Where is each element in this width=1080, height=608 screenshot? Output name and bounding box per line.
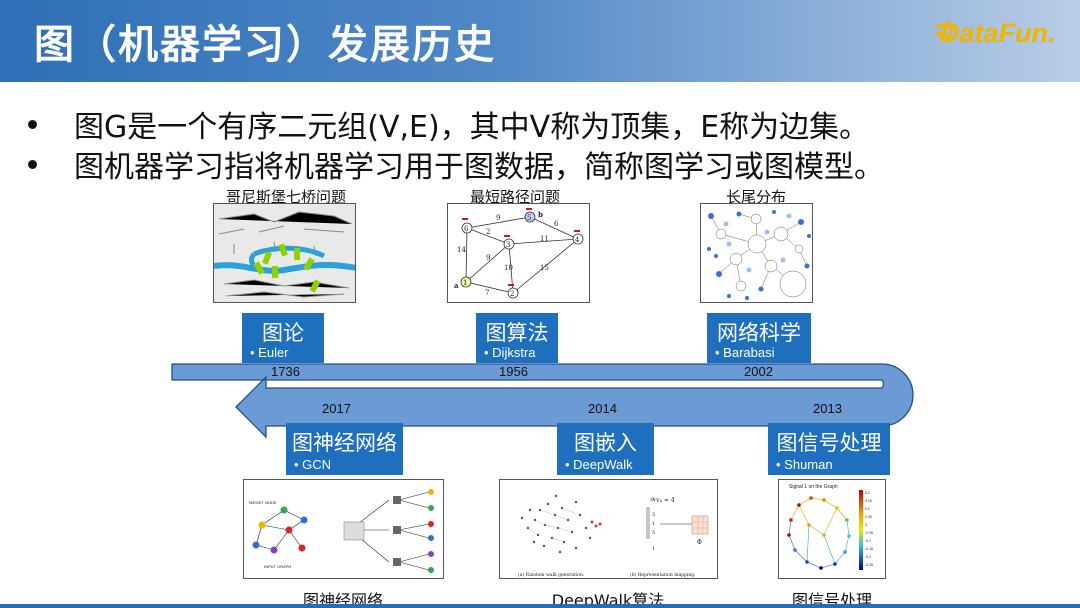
colorbar-tick: -0.1 [865, 539, 871, 543]
dijkstra-node-label: 4 [575, 236, 580, 244]
bullet-dot [28, 119, 37, 129]
konigsberg-map-image [213, 203, 356, 303]
deepwalk-phi: Φ [697, 539, 702, 546]
milestone-name: 图嵌入 [574, 431, 637, 455]
bullet-graph-learning: 图机器学习指将机器学习用于图数据，简称图学习或图模型。 [28, 142, 884, 186]
caption-graph-signal: 图信号处理 [791, 591, 872, 608]
gcn-input-label: INPUT GRAPH [264, 564, 291, 569]
milestone-person: • Shuman [776, 457, 833, 472]
milestone-network-science: 网络科学 • Barabasi [707, 313, 811, 363]
gcn-target-label: TARGET NODE [248, 500, 277, 505]
dijkstra-weight: 9 [486, 254, 490, 262]
year-label: 2002 [744, 364, 773, 379]
colorbar-tick: 0.05 [865, 515, 872, 519]
milestone-gnn: 图神经网络 • GCN [286, 423, 403, 475]
dijkstra-node-label: 5 [527, 214, 531, 222]
milestone-person: • GCN [294, 457, 332, 472]
colorbar-tick: -0.15 [865, 547, 873, 551]
colorbar-tick: -0.05 [865, 531, 873, 535]
dijkstra-weight: 2 [486, 228, 490, 236]
graph-signal-image: Signal 1 on the Graph 0.2 0.15 0.1 0.05 … [778, 479, 886, 579]
dijkstra-node-name: a [454, 281, 459, 290]
colorbar-tick: -0.25 [865, 563, 873, 567]
dijkstra-node-label: 6 [464, 225, 469, 233]
dijkstra-node-label: 2 [510, 290, 514, 298]
colorbar-tick: 0.15 [865, 499, 872, 503]
milestone-person: • DeepWalk [565, 457, 633, 472]
caption-shortest-path: 最短路径问题 [469, 188, 560, 206]
deepwalk-vector-entry: 5 [652, 530, 655, 536]
dijkstra-weight: 7 [485, 289, 489, 297]
bullet-dot [28, 159, 37, 169]
dijkstra-node-label: 1 [463, 279, 467, 287]
colorbar-tick: -0.2 [865, 555, 871, 559]
caption-konigsberg: 哥尼斯堡七桥问题 [225, 188, 346, 206]
gcn-diagram-image: TARGET NODE INPUT GRAPH [243, 479, 444, 579]
milestone-graph-theory: 图论 • Euler [242, 313, 324, 363]
year-label: 1736 [271, 364, 300, 379]
title-bar [0, 0, 1080, 82]
caption-gnn: 图神经网络 [302, 591, 383, 608]
deepwalk-vector-entry: 1 [652, 521, 655, 527]
bullet-definition: 图G是一个有序二元组(V,E)，其中V称为顶集，E称为边集。 [28, 102, 869, 146]
milestone-name: 图论 [262, 321, 304, 345]
milestone-person: • Dijkstra [484, 345, 536, 360]
milestone-person: • Euler [250, 345, 289, 360]
signal-title: Signal 1 on the Graph [789, 484, 838, 490]
milestone-name: 网络科学 [717, 321, 801, 345]
dijkstra-weight: 14 [457, 246, 466, 254]
milestone-person: • Barabasi [715, 345, 775, 360]
footer-line [0, 604, 1080, 608]
dijkstra-weight: 9 [496, 214, 500, 222]
deepwalk-vector-entry: 1 [652, 546, 655, 552]
dijkstra-weight: 6 [554, 220, 559, 228]
milestone-graph-embedding: 图嵌入 • DeepWalk [557, 423, 654, 475]
year-label: 2014 [588, 401, 617, 416]
dijkstra-weight: 10 [504, 264, 513, 272]
datafun-logo: DataFun. [940, 18, 1056, 48]
dijkstra-node-label: 3 [506, 241, 510, 249]
slide-title: 图（机器学习）发展历史 [34, 22, 496, 68]
deepwalk-figure-image: (a) Random walk generation. 𝒲v₄ = 4 3 1 … [499, 479, 718, 579]
caption-long-tail: 长尾分布 [725, 188, 786, 206]
dijkstra-weight: 15 [540, 264, 549, 272]
colorbar-tick: 0 [865, 523, 867, 527]
caption-deepwalk: DeepWalk算法 [551, 591, 665, 608]
bullet-text: 图G是一个有序二元组(V,E)，其中V称为顶集，E称为边集。 [74, 110, 870, 145]
datafun-logo-icon [936, 20, 953, 40]
milestone-graph-signal-processing: 图信号处理 • Shuman [768, 423, 890, 475]
shortest-path-graph-image: 6 5 3 4 1 2 9 2 6 11 14 9 10 15 7 b a [447, 203, 590, 303]
deepwalk-vector-entry: 3 [652, 512, 655, 518]
year-label: 1956 [499, 364, 528, 379]
milestone-name: 图算法 [485, 321, 549, 345]
colorbar-tick: 0.1 [865, 507, 870, 511]
dijkstra-weight: 11 [540, 235, 549, 243]
bullet-text: 图机器学习指将机器学习用于图数据，简称图学习或图模型。 [74, 150, 884, 185]
deepwalk-caption-a: (a) Random walk generation. [518, 571, 585, 578]
deepwalk-caption-b: (b) Representation mapping. [630, 571, 696, 578]
year-label: 2013 [813, 401, 842, 416]
deepwalk-formula: 𝒲v₄ = 4 [650, 497, 675, 504]
milestone-name: 图神经网络 [292, 431, 397, 455]
scale-free-network-image [700, 203, 813, 303]
dijkstra-node-name: b [538, 210, 543, 219]
milestone-graph-algorithm: 图算法 • Dijkstra [476, 313, 558, 363]
year-label: 2017 [322, 401, 351, 416]
milestone-name: 图信号处理 [776, 431, 882, 455]
colorbar-tick: 0.2 [865, 491, 870, 495]
